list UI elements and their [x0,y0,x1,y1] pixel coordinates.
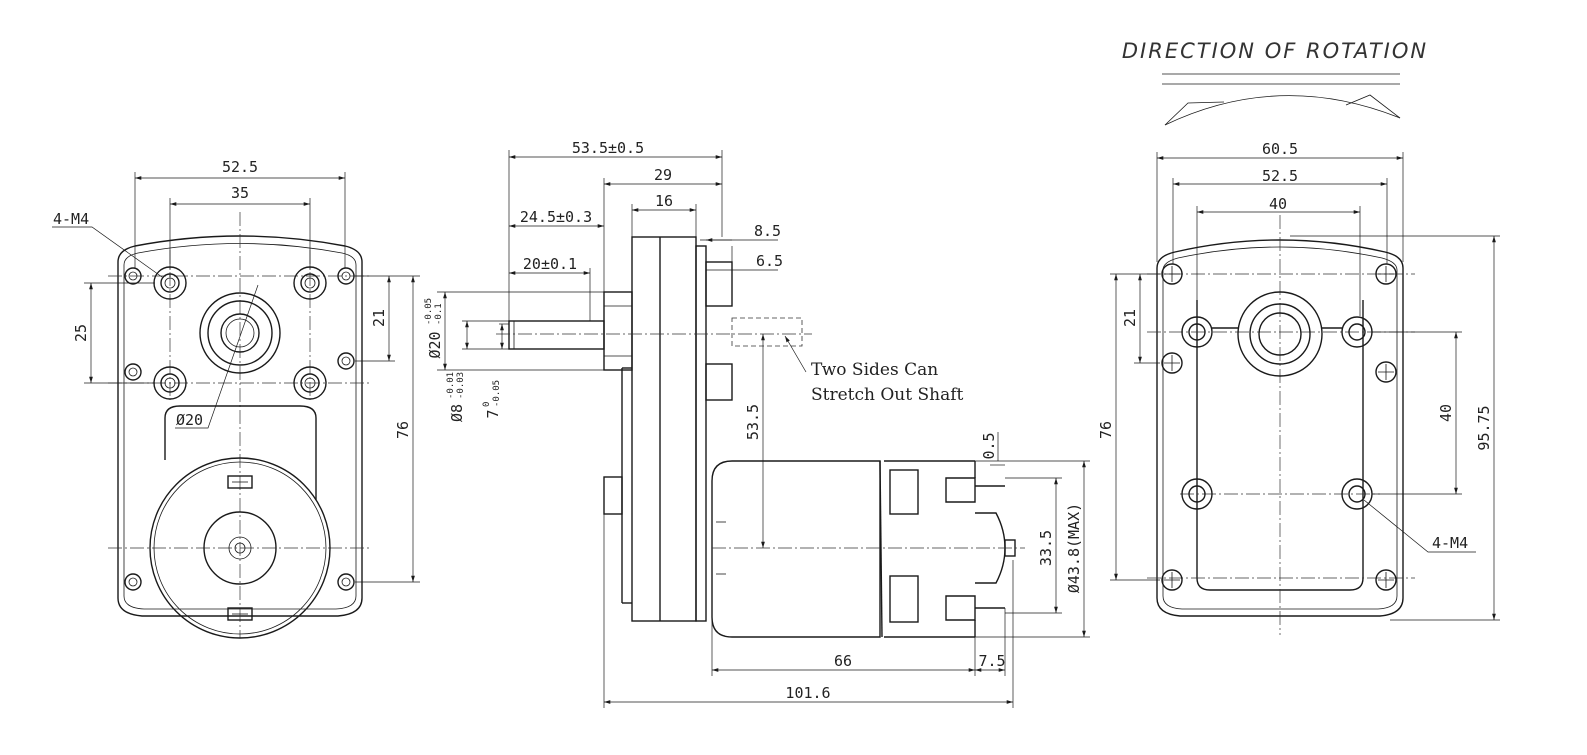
front-motor-can [149,457,331,639]
rear-thread-callout: 4-M4 [1432,534,1468,552]
side-dim-33-5: 33.5 [1037,530,1055,566]
side-dim-66: 66 [834,652,852,670]
rear-screws [1161,263,1397,591]
rear-width-40: 40 [1269,195,1287,213]
front-output-boss [199,292,281,374]
side-dim-24-5: 24.5±0.3 [520,208,592,226]
side-flat: 7 [484,409,502,418]
shaft-note-line1: Two Sides Can [811,360,938,380]
side-shaft-tol-bot: -0.03 [456,372,466,399]
front-width-52-5: 52.5 [222,158,258,176]
front-view: 52.5 35 4-M4 25 21 76 Ø20 [52,158,420,639]
side-boss-diameter: Ø20 [426,331,444,358]
front-m4-holes [153,266,327,400]
side-shaft-tol-top: -0.01 [446,372,456,399]
side-overall-101-6: 101.6 [785,684,830,702]
front-height-76: 76 [394,421,412,439]
side-motor-diameter: Ø43.8(MAX) [1065,503,1083,593]
front-hole-spacing-35: 35 [231,184,249,202]
rear-view: DIRECTION OF ROTATION [1097,39,1500,635]
rear-width-60-5: 60.5 [1262,140,1298,158]
side-shaft-diameter: Ø8 [448,404,466,422]
side-dim-53-5-vertical: 53.5 [744,404,762,440]
rear-m4-holes [1181,316,1373,510]
rotation-arrow [1164,94,1401,126]
side-flat-tol-top: 0 [482,402,492,407]
front-output-diameter: Ø20 [176,411,203,429]
side-dim-8-5: 8.5 [754,222,781,240]
rear-width-52-5: 52.5 [1262,167,1298,185]
side-overall-53-5: 53.5±0.5 [572,139,644,157]
side-motor [711,460,1025,638]
shaft-note-line2: Stretch Out Shaft [811,385,964,405]
side-view: 53.5±0.5 29 16 24.5±0.3 20±0.1 8.5 6.5 Ø… [424,139,1090,708]
side-boss-tol-top: -0.05 [424,298,434,325]
front-corner-screws [124,267,355,591]
side-dim-20: 20±0.1 [523,255,577,273]
side-output-shaft [508,320,605,350]
rear-height-21: 21 [1121,309,1139,327]
rotation-title: DIRECTION OF ROTATION [1122,39,1428,63]
rear-height-40: 40 [1437,404,1455,422]
side-dim-7-5: 7.5 [978,652,1005,670]
front-thread-callout: 4-M4 [53,210,89,228]
front-height-21: 21 [370,309,388,327]
side-dim-6-5: 6.5 [756,252,783,270]
side-dim-0-5: 0.5 [980,432,998,459]
side-boss-tol-bot: -0.1 [434,303,444,325]
side-output-boss [603,291,633,371]
side-flat-tol-bot: -0.05 [492,380,502,407]
rear-housing-outline [1156,239,1404,617]
front-height-25: 25 [72,324,90,342]
side-dim-16: 16 [655,192,673,210]
rear-height-95-75: 95.75 [1475,405,1493,450]
side-dim-29: 29 [654,166,672,184]
side-gear-plate [631,236,697,622]
side-optional-shaft [731,317,803,347]
rear-height-76: 76 [1097,421,1115,439]
rear-output-boss [1212,291,1342,377]
